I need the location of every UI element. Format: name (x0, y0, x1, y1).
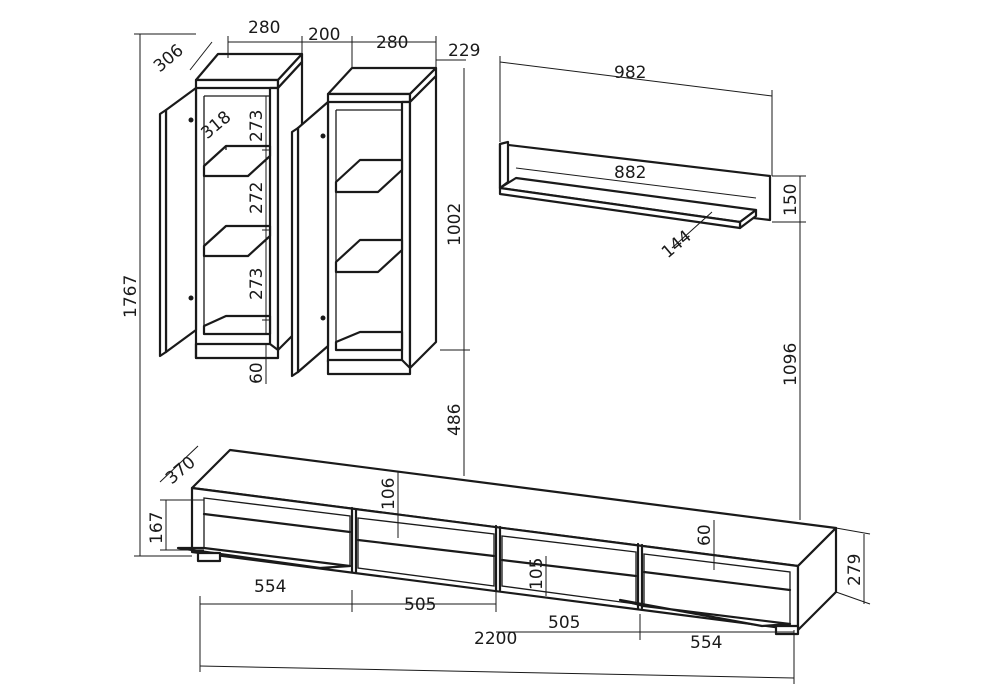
dim-door-width: 318 (197, 107, 235, 143)
dim-tv-niche: 105 (527, 558, 547, 590)
dim-tv-section-right: 554 (690, 633, 722, 653)
dim-cab-depth: 306 (150, 41, 188, 77)
dim-shelf-height: 150 (781, 184, 801, 216)
dim-tv-section-left: 554 (254, 577, 286, 597)
dim-shelf-mid: 272 (247, 182, 267, 214)
dim-total-height: 1767 (121, 275, 141, 318)
wall-shelf (498, 140, 772, 230)
dim-tv-section-mid1: 505 (404, 595, 436, 615)
right-cabinet (290, 66, 438, 378)
dim-shelf-elevation: 1096 (781, 343, 801, 386)
dim-shelf-width: 982 (614, 63, 646, 83)
dim-shelf-bottom: 273 (247, 268, 267, 300)
dimension-labels: 280 200 280 306 229 318 273 272 273 60 1… (121, 18, 865, 653)
dim-shelf-top: 273 (247, 110, 267, 142)
dim-cab-height: 1002 (445, 203, 465, 246)
dim-tv-section-mid2: 505 (548, 613, 580, 633)
dim-gap-width: 200 (308, 25, 340, 45)
dim-tv-flap-height: 167 (147, 512, 167, 544)
dim-cab2-depth: 229 (448, 41, 480, 61)
dim-tv-depth: 370 (162, 453, 200, 489)
dim-tv-total-width: 2200 (474, 629, 517, 649)
dim-plinth: 60 (247, 362, 267, 384)
dim-cab1-width: 280 (248, 18, 280, 38)
dim-tv-height: 279 (845, 554, 865, 586)
dim-cab-elevation: 486 (445, 404, 465, 436)
dimension-lines (134, 33, 871, 684)
dim-cab2-width: 280 (376, 33, 408, 53)
dim-shelf-inner-width: 882 (614, 163, 646, 183)
dim-tv-shelf-gap: 106 (379, 478, 399, 510)
tv-unit (176, 448, 838, 636)
left-cabinet (158, 52, 304, 360)
dim-tv-inner: 60 (695, 524, 715, 546)
